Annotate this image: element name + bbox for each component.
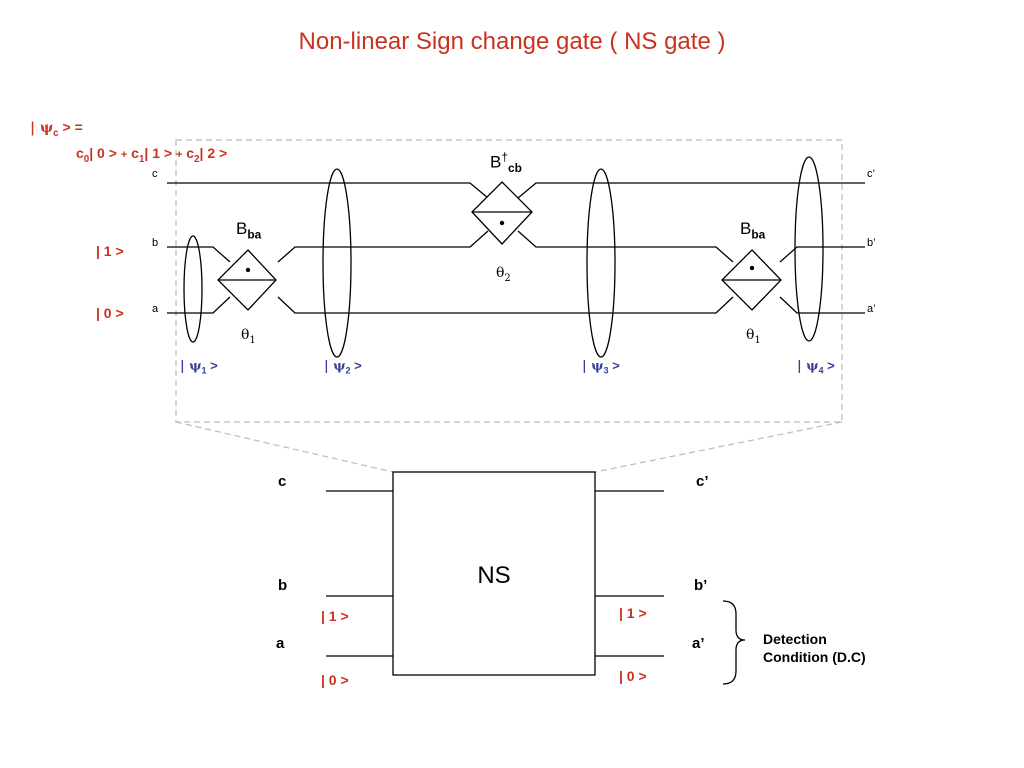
mode-label-c-out: c’: [867, 168, 875, 180]
ns-out-ket-a: | 0 >: [619, 668, 647, 684]
ns-right-b: b’: [694, 577, 708, 594]
ns-in-ket-b: | 1 >: [321, 608, 349, 624]
input-state-lhs: | ψc > =: [30, 119, 83, 139]
state-ellipse-1: [183, 235, 203, 343]
state-label-1: | ψ1 >: [180, 358, 218, 376]
mode-label-a-out: a’: [867, 303, 876, 315]
mode-label-b-out: b’: [867, 237, 876, 249]
bs1-angle: θ1: [241, 327, 256, 346]
bs2-dot: [499, 220, 505, 226]
bs3-angle: θ1: [746, 327, 761, 346]
page-title: Non-linear Sign change gate ( NS gate ): [298, 28, 726, 55]
ns-left-b: b: [278, 577, 288, 594]
ns-left-a: a: [276, 635, 285, 652]
mode-label-b: b: [152, 237, 159, 249]
state-ellipse-4: [794, 156, 824, 342]
zoom-line-left: [175, 421, 394, 473]
state-ellipse-3: [586, 168, 616, 358]
bs2-angle: θ2: [496, 265, 511, 284]
detection-condition-label: Detection Condition (D.C): [763, 631, 866, 666]
state-label-3: | ψ3 >: [582, 358, 620, 376]
zoom-frame: [175, 139, 843, 423]
bs3-label: Bba: [740, 219, 766, 242]
mode-label-a: a: [152, 303, 159, 315]
mode-b-wire: [167, 230, 865, 263]
state-label-4: | ψ4 >: [797, 358, 835, 376]
ns-in-ket-a: | 0 >: [321, 672, 349, 688]
ns-out-ket-b: | 1 >: [619, 605, 647, 621]
input-ket-b: | 1 >: [96, 243, 124, 259]
input-ket-a: | 0 >: [96, 305, 124, 321]
bs1-label: Bba: [236, 219, 262, 242]
bs3-dot: [749, 265, 755, 271]
mode-c-wire: [167, 182, 865, 199]
input-state-rhs: c0| 0 > + c1| 1 > + c2| 2 >: [76, 145, 228, 165]
beam-splitter-3: [721, 249, 782, 311]
bs1-dot: [245, 267, 251, 273]
detection-brace: [722, 600, 746, 685]
ns-box-rect: [392, 471, 596, 676]
ns-right-a: a’: [692, 635, 705, 652]
state-ellipse-2: [322, 168, 352, 358]
bs2-label: B†cb: [490, 150, 522, 176]
beam-splitter-2: [471, 181, 533, 245]
mode-label-c: c: [152, 168, 158, 180]
ns-left-c: c: [278, 473, 287, 490]
ns-right-c: c’: [696, 473, 709, 490]
mode-a-wire: [167, 296, 865, 314]
state-label-2: | ψ2 >: [324, 358, 362, 376]
ns-box-label: NS: [477, 562, 511, 589]
zoom-line-right: [594, 421, 843, 473]
beam-splitter-1: [217, 249, 277, 311]
